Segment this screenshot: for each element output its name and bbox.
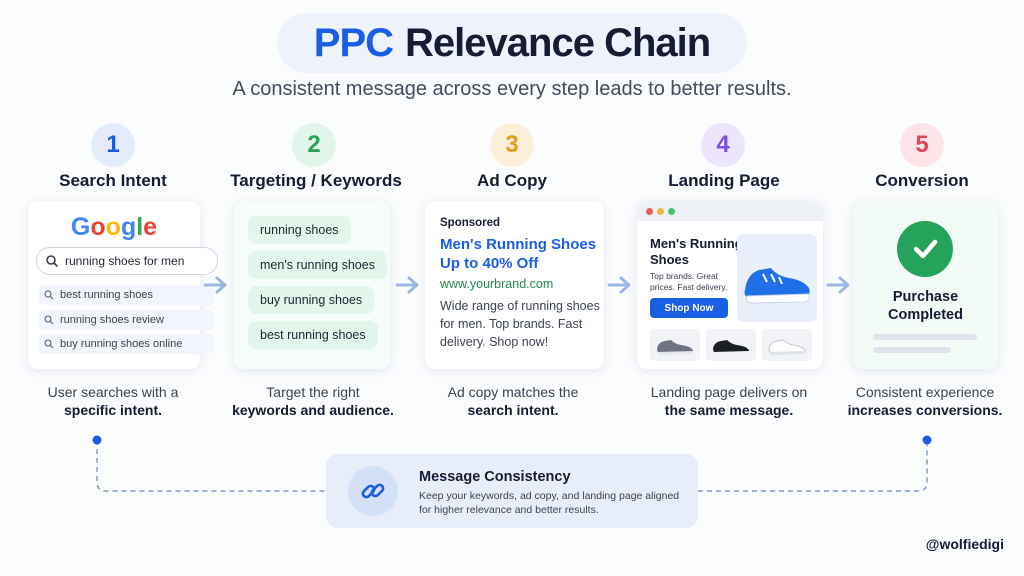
gray-shoe-icon bbox=[657, 340, 693, 355]
message-consistency-box: Message Consistency Keep your keywords, … bbox=[326, 454, 698, 528]
caption-emphasis: increases conversions. bbox=[847, 402, 1003, 418]
step-title-ad-copy: Ad Copy bbox=[477, 171, 547, 190]
browser-bar bbox=[637, 201, 823, 221]
ad-body: Wide range of running shoes for men. Top… bbox=[440, 299, 600, 349]
step-title-targeting: Targeting / Keywords bbox=[230, 171, 402, 190]
search-icon bbox=[44, 339, 54, 349]
caption-search-intent: User searches with a specific intent. bbox=[18, 383, 208, 419]
author-handle: @wolfiedigi bbox=[925, 536, 1004, 552]
caption-emphasis: the same message. bbox=[664, 402, 794, 418]
keywords-card: running shoes men's running shoes buy ru… bbox=[234, 201, 390, 369]
suggestion-item[interactable]: running shoes review bbox=[38, 310, 214, 330]
blue-shoe-icon bbox=[744, 268, 810, 304]
google-logo: Google bbox=[70, 213, 158, 241]
purchase-status: Purchase Completed bbox=[853, 288, 998, 324]
suggestion-text: buy running shoes online bbox=[60, 338, 183, 350]
check-icon bbox=[897, 221, 953, 277]
caption-landing-page: Landing page delivers on the same messag… bbox=[634, 383, 824, 419]
placeholder-line bbox=[873, 334, 977, 340]
arrow-right-icon bbox=[826, 276, 850, 294]
suggestion-text: running shoes review bbox=[60, 314, 164, 326]
title-accent: PPC bbox=[313, 20, 394, 65]
maximize-dot-icon bbox=[668, 208, 675, 215]
keyword-chip: best running shoes bbox=[248, 321, 378, 349]
caption-text: Ad copy matches the bbox=[447, 384, 579, 400]
title-text: Relevance Chain bbox=[405, 20, 711, 65]
subtitle: A consistent message across every step l… bbox=[232, 78, 792, 100]
landing-subtext: Top brands. Great prices. Fast delivery. bbox=[650, 271, 728, 292]
placeholder-line bbox=[873, 347, 951, 353]
caption-emphasis: search intent. bbox=[467, 402, 559, 418]
keyword-chip: men's running shoes bbox=[248, 251, 387, 279]
ad-card: Sponsored Men's Running Shoes Up to 40% … bbox=[425, 201, 604, 369]
shoe-thumbnail[interactable] bbox=[762, 329, 812, 361]
caption-text: Landing page delivers on bbox=[650, 384, 808, 400]
conversion-card: Purchase Completed bbox=[853, 201, 998, 369]
sponsored-label: Sponsored bbox=[440, 217, 501, 229]
black-shoe-icon bbox=[713, 340, 749, 355]
shop-now-button[interactable]: Shop Now bbox=[650, 298, 728, 318]
loop-dot bbox=[92, 435, 102, 445]
caption-targeting: Target the right keywords and audience. bbox=[218, 383, 408, 419]
search-icon bbox=[46, 255, 59, 268]
shoe-thumbnail[interactable] bbox=[650, 329, 700, 361]
landing-page-card: Men's Running Shoes Top brands. Great pr… bbox=[637, 201, 823, 369]
step-number-4: 4 bbox=[701, 123, 745, 167]
caption-text: Target the right bbox=[266, 384, 360, 400]
step-title-landing-page: Landing Page bbox=[668, 171, 780, 190]
loop-dot bbox=[922, 435, 932, 445]
step-number-2: 2 bbox=[292, 123, 336, 167]
consistency-title: Message Consistency bbox=[419, 469, 571, 485]
caption-text: User searches with a bbox=[47, 384, 179, 400]
link-icon bbox=[348, 466, 398, 516]
keyword-chip: buy running shoes bbox=[248, 286, 375, 314]
step-title-conversion: Conversion bbox=[875, 171, 969, 190]
search-icon bbox=[44, 315, 54, 325]
step-number-5: 5 bbox=[900, 123, 944, 167]
caption-ad-copy: Ad copy matches the search intent. bbox=[418, 383, 608, 419]
ad-headline[interactable]: Men's Running Shoes Up to 40% Off bbox=[440, 236, 597, 272]
consistency-text: Keep your keywords, ad copy, and landing… bbox=[419, 490, 680, 516]
step-title-search-intent: Search Intent bbox=[59, 171, 167, 190]
arrow-right-icon bbox=[203, 276, 227, 294]
purchase-completed-text: Purchase Completed bbox=[888, 289, 963, 323]
step-number-1: 1 bbox=[91, 123, 135, 167]
white-shoe-icon bbox=[768, 339, 806, 355]
caption-emphasis: specific intent. bbox=[63, 402, 163, 418]
shoe-thumbnail[interactable] bbox=[706, 329, 756, 361]
ad-url[interactable]: www.yourbrand.com bbox=[440, 277, 554, 291]
close-dot-icon bbox=[646, 208, 653, 215]
search-box[interactable]: running shoes for men bbox=[36, 247, 218, 275]
caption-emphasis: keywords and audience. bbox=[232, 402, 394, 418]
caption-text: Consistent experience bbox=[855, 384, 995, 400]
keyword-chip: running shoes bbox=[248, 216, 351, 244]
title-pill: PPC Relevance Chain bbox=[277, 13, 747, 73]
suggestion-item[interactable]: best running shoes bbox=[38, 285, 214, 305]
landing-headline: Men's Running Shoes bbox=[650, 236, 743, 267]
search-card: Google running shoes for men best runnin… bbox=[28, 201, 218, 369]
arrow-right-icon bbox=[395, 276, 419, 294]
minimize-dot-icon bbox=[657, 208, 664, 215]
suggestion-item[interactable]: buy running shoes online bbox=[38, 334, 214, 354]
arrow-right-icon bbox=[607, 276, 631, 294]
search-icon bbox=[44, 290, 54, 300]
step-number-3: 3 bbox=[490, 123, 534, 167]
caption-conversion: Consistent experience increases conversi… bbox=[830, 383, 1020, 419]
suggestion-text: best running shoes bbox=[60, 289, 153, 301]
search-query: running shoes for men bbox=[65, 254, 185, 268]
hero-shoe-image bbox=[737, 234, 817, 322]
